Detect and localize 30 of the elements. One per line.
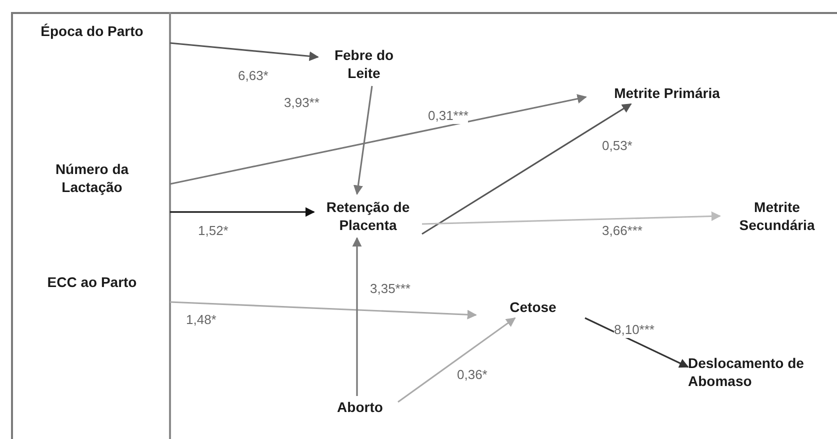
edge-label: 8,10***: [614, 322, 654, 338]
arrow: [584, 317, 689, 368]
node-label: Metrite Secundária: [738, 198, 816, 234]
edge-label: 1,48*: [186, 312, 216, 328]
edge-label: 0,31***: [428, 108, 468, 124]
arrow: [398, 317, 516, 403]
node-label: ECC ao Parto: [47, 273, 137, 291]
arrow: [422, 103, 632, 235]
node-label: Época do Parto: [40, 22, 144, 40]
arrow: [170, 301, 477, 320]
edge-label: 0,53*: [602, 138, 632, 154]
edge-label: 3,66***: [602, 223, 642, 239]
node-label: Retenção de Placenta: [325, 198, 411, 234]
node-label: Aborto: [337, 398, 383, 416]
node-label: Cetose: [510, 298, 556, 316]
arrow: [170, 42, 319, 61]
arrow: [170, 94, 587, 185]
arrow: [353, 86, 373, 195]
node-label: Metrite Primária: [614, 84, 720, 102]
arrow: [352, 237, 362, 396]
arrow: [170, 207, 315, 217]
edge-label: 3,93**: [284, 95, 320, 111]
node-label: Número da Lactação: [54, 160, 130, 196]
node-label: Deslocamento de Abomaso: [688, 354, 805, 390]
edge-label: 0,36*: [457, 367, 488, 383]
arrow: [422, 211, 721, 225]
node-label: Febre do Leite: [333, 46, 395, 82]
edge-label: 3,35***: [370, 281, 410, 297]
edge-label: 1,52*: [198, 223, 228, 239]
edge-label: 6,63*: [238, 68, 268, 84]
